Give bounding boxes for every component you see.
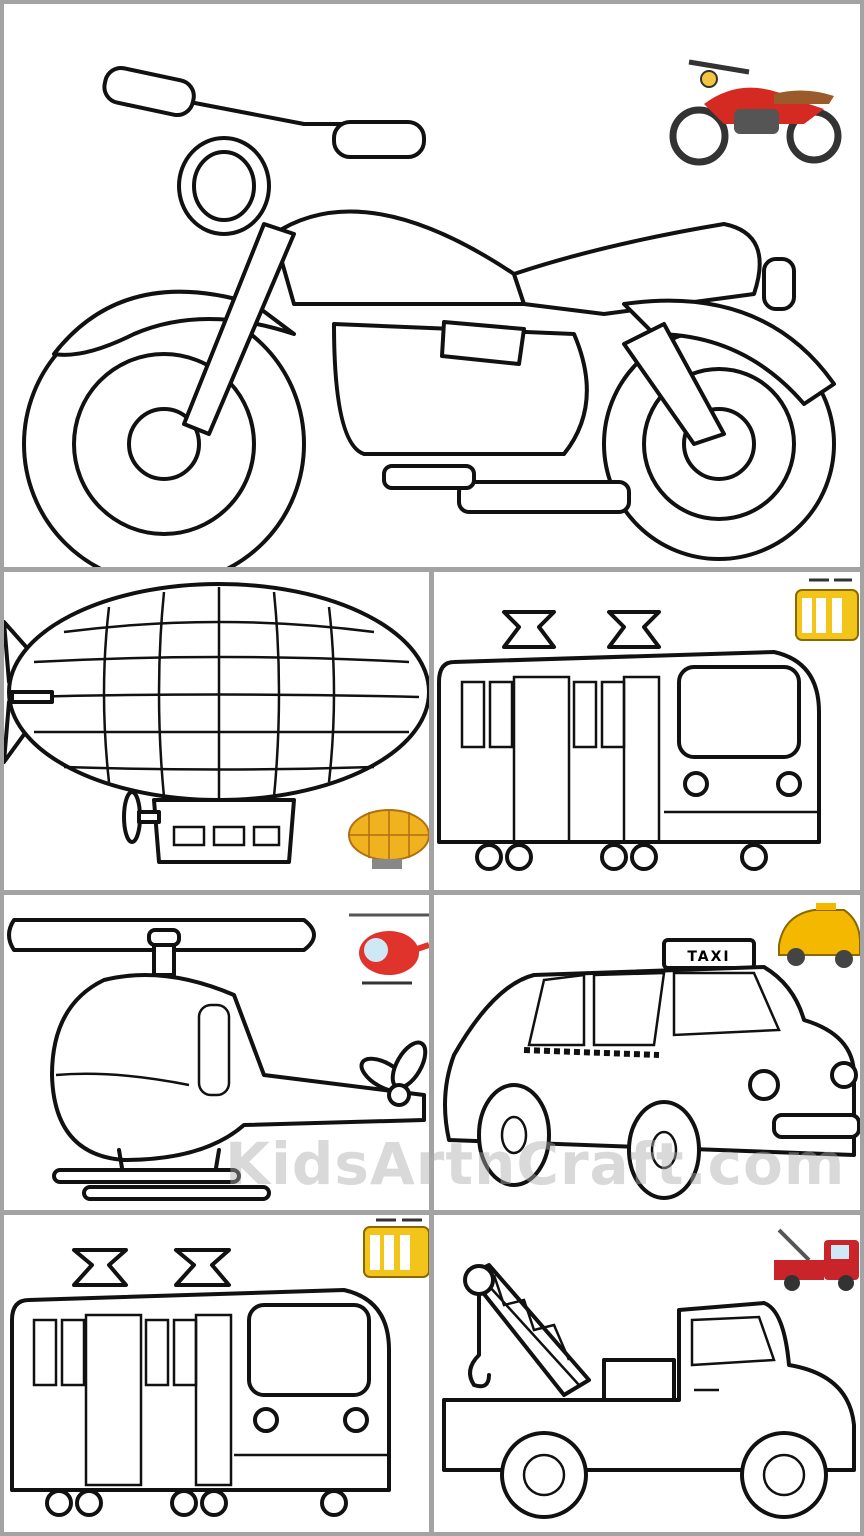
tow-truck-panel bbox=[434, 1215, 860, 1532]
airship-drawing bbox=[4, 582, 429, 869]
tram-2-drawing bbox=[10, 1218, 429, 1517]
airship-thumbnail bbox=[348, 809, 429, 869]
watermark: KidsArtnCraft.com bbox=[225, 1130, 846, 1198]
tow-truck-thumbnail bbox=[774, 1228, 859, 1291]
tow-truck-drawing bbox=[442, 1228, 859, 1519]
motorcycle-thumbnail bbox=[669, 59, 842, 166]
helicopter-thumbnail bbox=[349, 913, 429, 985]
tram-drawing bbox=[437, 578, 859, 871]
airship-panel bbox=[4, 572, 429, 890]
taxi-sign-text: TAXI bbox=[687, 949, 730, 965]
taxi-drawing: TAXI bbox=[443, 903, 860, 1200]
taxi-panel: TAXI bbox=[434, 895, 860, 1210]
tram-panel bbox=[434, 572, 860, 890]
tram-thumbnail bbox=[795, 578, 859, 641]
helicopter-panel bbox=[4, 895, 429, 1210]
tram-2-panel bbox=[4, 1215, 429, 1532]
helicopter-drawing bbox=[7, 913, 429, 1201]
motorcycle-panel bbox=[4, 4, 860, 567]
taxi-thumbnail bbox=[778, 903, 860, 968]
motorcycle-drawing bbox=[22, 59, 842, 567]
tram-2-thumbnail bbox=[363, 1218, 429, 1278]
